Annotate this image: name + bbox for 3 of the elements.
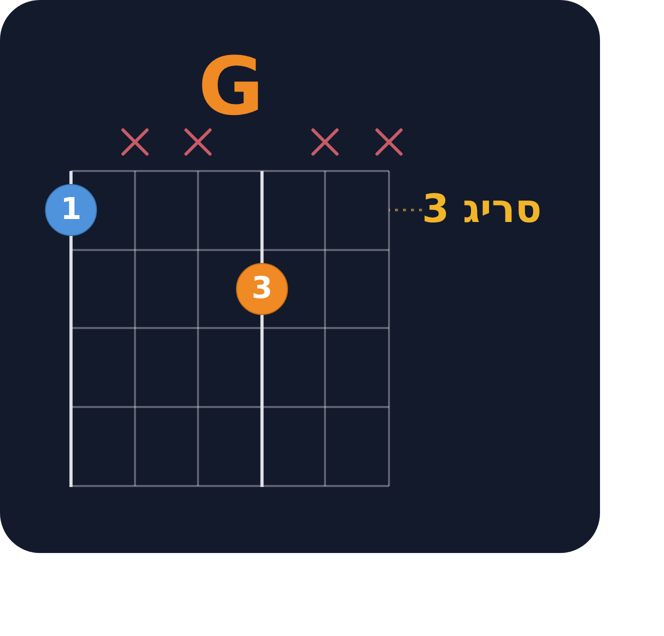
leader-line (389, 208, 422, 212)
chord-title: G (198, 47, 264, 127)
fret-label: סריג 3 (422, 188, 542, 232)
